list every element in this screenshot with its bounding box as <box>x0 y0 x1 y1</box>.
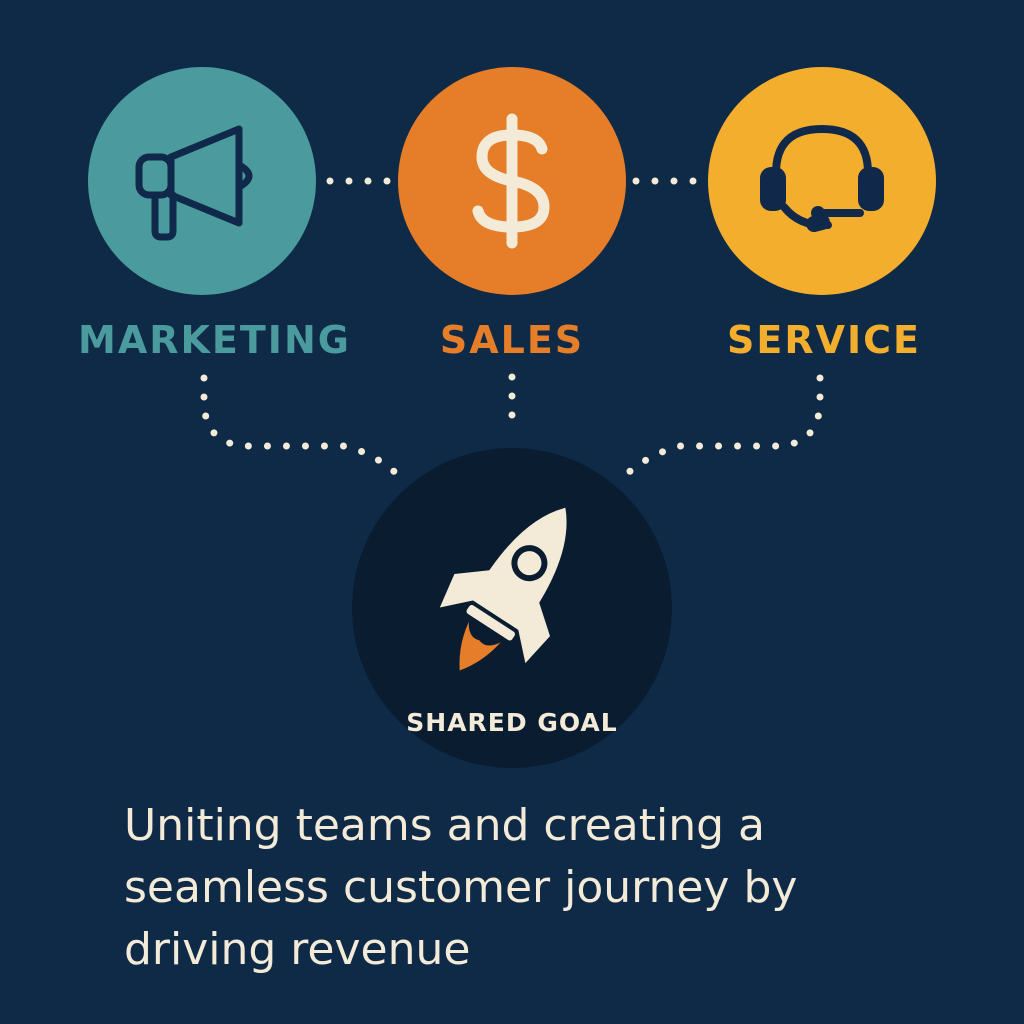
connector-marketing-goal <box>200 374 409 486</box>
rocket-icon <box>439 507 567 671</box>
connector-service-goal <box>614 374 824 486</box>
sales-label: SALES <box>439 318 585 362</box>
dollar-icon <box>472 113 550 249</box>
megaphone-icon <box>135 125 253 241</box>
shared-goal-circle <box>352 448 672 768</box>
marketing-circle <box>88 67 316 295</box>
service-label: SERVICE <box>727 318 921 362</box>
sales-circle <box>398 67 626 295</box>
marketing-label: MARKETING <box>78 318 351 362</box>
service-circle <box>708 67 936 295</box>
headset-icon <box>760 125 884 233</box>
shared-goal-label: SHARED GOAL <box>406 708 618 737</box>
tagline-text: Uniting teams and creating a seamless cu… <box>124 800 798 975</box>
